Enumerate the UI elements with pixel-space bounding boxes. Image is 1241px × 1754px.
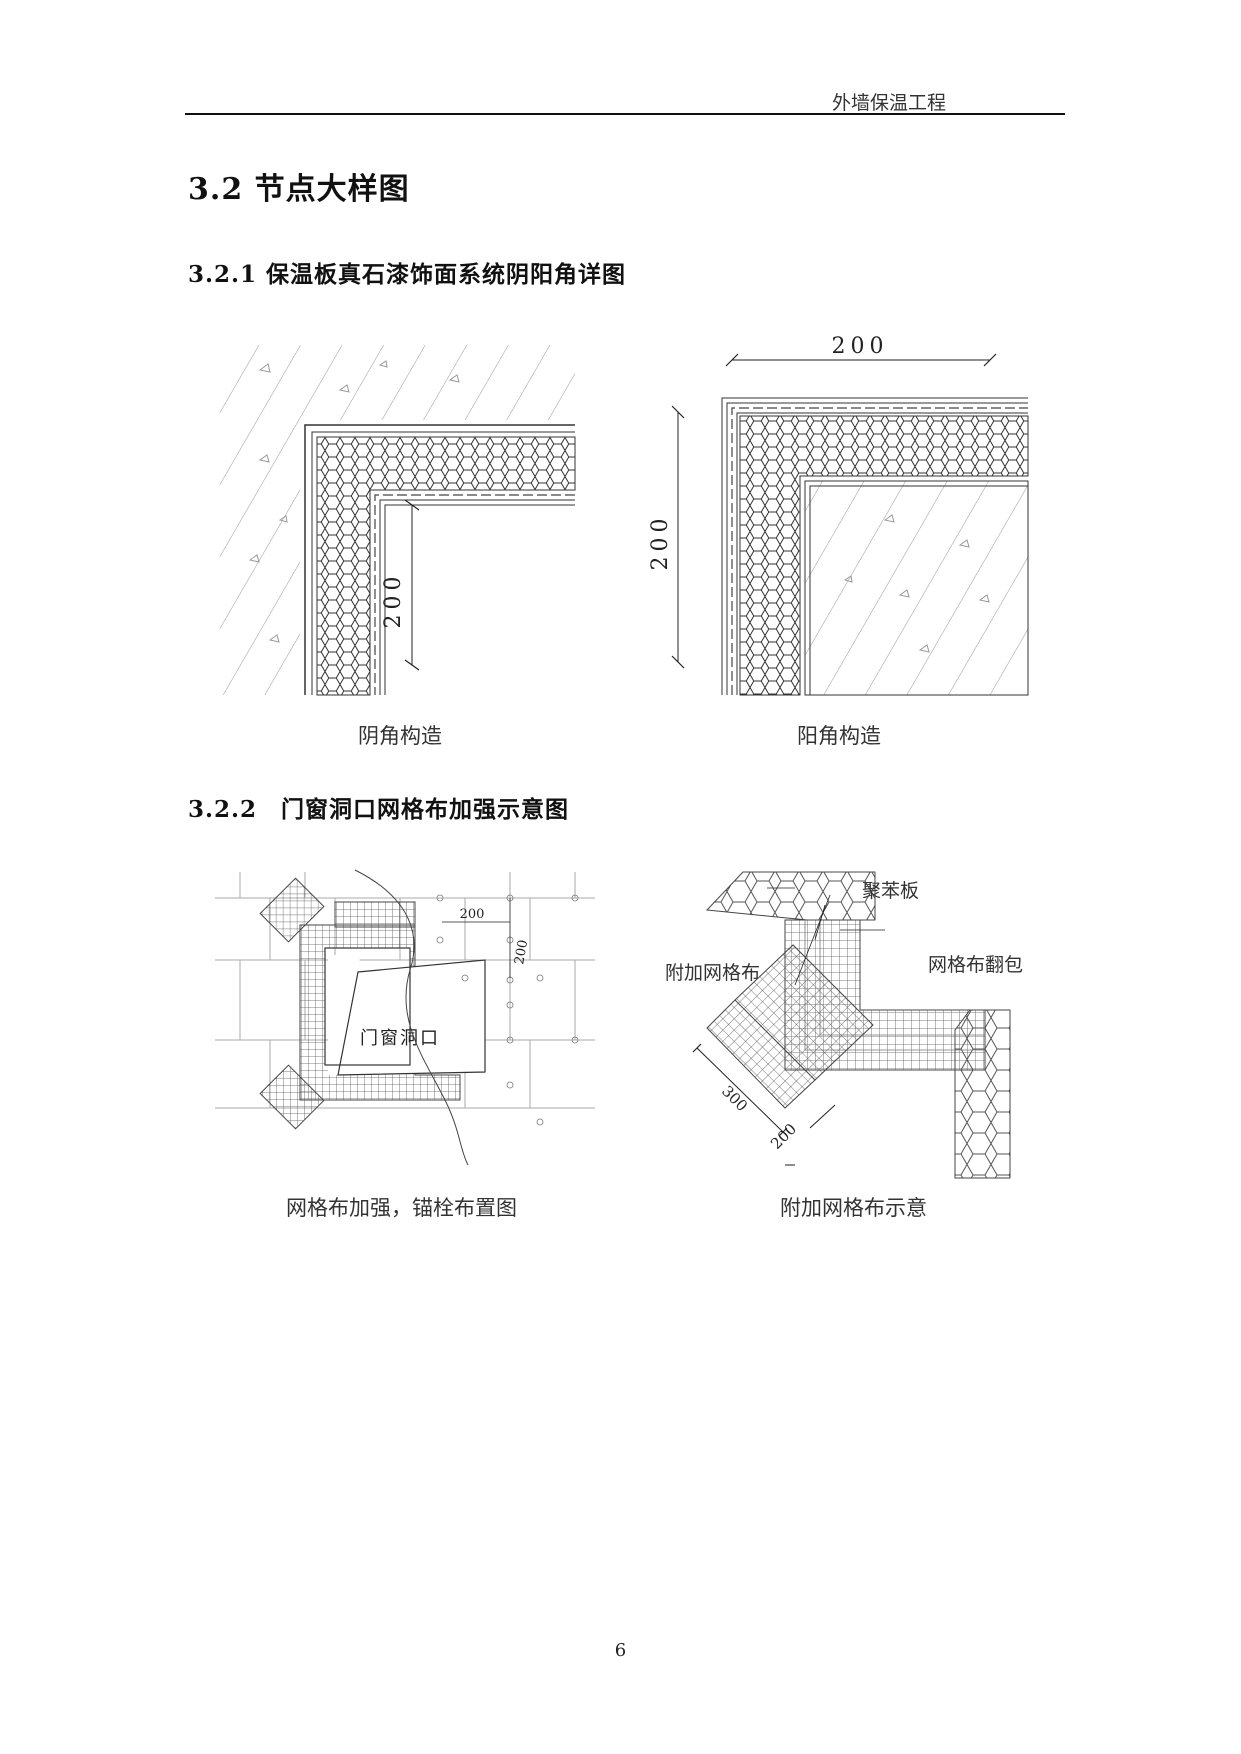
inside-corner-figure: 200 (220, 345, 576, 696)
figure-caption-mesh-reinforcement: 网格布加强，锚栓布置图 (286, 1196, 517, 1220)
figure-caption-additional-mesh: 附加网格布示意 (780, 1196, 927, 1220)
section-title: 3.2 节点大样图 (188, 172, 410, 207)
mesh-dimension-vertical: 200 (512, 939, 531, 966)
outside-corner-figure: 200 200 (648, 334, 1029, 696)
label-extra-mesh: 附加网格布 (665, 962, 761, 984)
subsection-title-1: 3.2.1 保温板真石漆饰面系统阴阳角详图 (188, 261, 627, 288)
extra-mesh-dimension-200: 200 (767, 1120, 800, 1153)
subsection-title-2: 3.2.2 门窗洞口网格布加强示意图 (188, 796, 570, 823)
additional-mesh-figure: 300 200 (692, 871, 1011, 1179)
label-eps: 聚苯板 (862, 880, 920, 902)
outside-corner-dimension-side: 200 (648, 514, 673, 571)
page-number: 6 (614, 1640, 627, 1661)
mesh-dimension-horizontal: 200 (460, 907, 485, 922)
outside-corner-dimension-top: 200 (832, 334, 889, 359)
running-header: 外墙保温工程 (831, 92, 946, 114)
figure-caption-inside-corner: 阴角构造 (358, 724, 442, 748)
label-opening: 门窗洞口 (360, 1028, 440, 1049)
extra-mesh-dimension-300: 300 (718, 1082, 751, 1115)
label-mesh-wrap: 网格布翻包 (928, 954, 1024, 976)
figure-caption-outside-corner: 阳角构造 (797, 724, 881, 748)
inside-corner-dimension: 200 (381, 572, 406, 629)
mesh-reinforcement-figure: 门窗洞口 200 200 (215, 869, 595, 1166)
header-rule (185, 113, 1065, 115)
